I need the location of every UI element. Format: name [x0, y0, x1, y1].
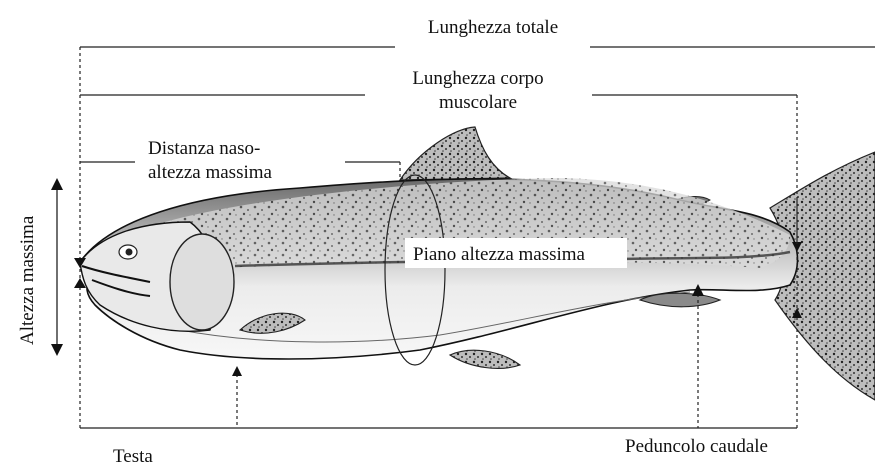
muscle-body-length-label-line1: Lunghezza corpo	[412, 68, 543, 89]
head-label: Testa	[113, 446, 153, 466]
nose-distance-label-line2: altezza massima	[148, 162, 273, 183]
total-length-label: Lunghezza totale	[428, 17, 558, 38]
muscle-body-length-label-line2: muscolare	[439, 92, 517, 113]
nose-distance-label-line1: Distanza naso-	[148, 138, 260, 159]
max-height-plane-label: Piano altezza massima	[413, 244, 586, 265]
pelvic-fin	[450, 350, 520, 368]
anal-fin	[640, 293, 720, 307]
caudal-peduncle-label: Peduncolo caudale	[625, 436, 768, 457]
gill-cover	[170, 234, 234, 330]
max-height-label: Altezza massima	[17, 215, 38, 345]
dorsal-fin	[400, 127, 510, 180]
